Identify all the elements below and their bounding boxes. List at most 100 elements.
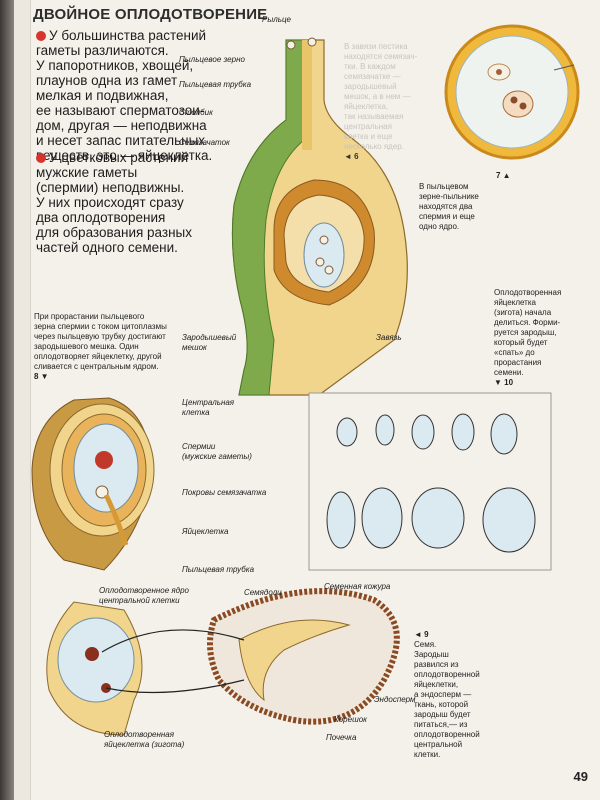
label-stigma: Рыльце (262, 15, 291, 24)
label-central-cell-2: клетка (182, 408, 210, 417)
figure-ref: ◄ 6 (344, 152, 359, 161)
intro-line: У большинства растений (49, 28, 207, 43)
pollen-tube-caption: При прорастании пыльцевого зерна спермии… (34, 312, 204, 382)
flower-line: для образования разных (36, 225, 193, 240)
label-central-cell: Центральная (182, 398, 235, 407)
previous-page-strip (14, 0, 31, 800)
flower-line: У цветковых растений (49, 150, 189, 165)
flower-line: два оплодотворения (36, 210, 166, 225)
caption-line: спермия и еще (419, 212, 475, 221)
label-sperm-2: (мужские гаметы) (182, 452, 252, 461)
caption-line: так называемая (344, 112, 404, 121)
intro-line: мелкая и подвижная, (36, 88, 169, 103)
intro-paragraph: У большинства растений гаметы различаютс… (36, 28, 226, 163)
label-endosperm: Эндосперм (374, 695, 416, 704)
label-egg: Яйцеклетка (182, 527, 229, 536)
caption-line: яйцеклетка (494, 298, 536, 307)
caption-line: ткань, которой (414, 700, 469, 709)
embryo-development-panel (308, 392, 552, 571)
ovule-illustration (31, 397, 155, 571)
caption-line: одно ядро. (419, 222, 460, 231)
caption-line: несколько ядер. (344, 142, 404, 151)
page-number: 49 (573, 769, 588, 784)
caption-line: делиться. Форми- (494, 318, 561, 327)
caption-line: семени. (494, 368, 524, 377)
label-sperm: Спермии (182, 442, 216, 451)
bullet-icon (36, 153, 46, 163)
caption-line: яйцеклетка, (344, 102, 389, 111)
label-embryo-sac-2: мешок (182, 343, 207, 352)
caption-line: Зародыш (414, 650, 449, 659)
label-cotyledons: Семядоли (244, 588, 282, 597)
caption-line: оплодотворенной (414, 730, 480, 739)
figure-ref: ▼ 10 (494, 378, 514, 387)
caption-line: зерна спермии с током цитоплазмы (34, 322, 167, 331)
caption-line: руется зародыш, (494, 328, 557, 337)
label-ovule-pollen-tube: Пыльцевая трубка (182, 565, 255, 574)
caption-line: тки. В каждом (344, 62, 396, 71)
label-style: Столбик (179, 108, 213, 117)
pollen-grain-illustration (444, 24, 580, 160)
caption-line: центральной (414, 740, 463, 749)
caption-line: В пыльцевом (419, 182, 469, 191)
label-fertilized-nucleus-2: центральной клетки (99, 596, 180, 605)
caption-line: прорастания (494, 358, 542, 367)
flower-line: (спермии) неподвижны. (36, 180, 185, 195)
caption-line: находятся семязач- (344, 52, 418, 61)
seed-illustration (46, 588, 400, 736)
flower-line: мужские гаметы (36, 165, 138, 180)
label-pollen-tube: Пыльцевая трубка (179, 80, 252, 89)
intro-line: дом, другая — неподвижна (36, 118, 207, 133)
figure-ref: ◄ 9 (414, 630, 429, 639)
figure-ref: 7 ▲ (496, 171, 511, 180)
label-pollen-grain: Пыльцевое зерно (179, 55, 245, 64)
zygote-caption: Оплодотворенная яйцеклетка (зигота) нача… (494, 288, 590, 388)
caption-line: сливается с центральным ядром. (34, 362, 159, 371)
label-ovule: Семязачаток (179, 138, 230, 147)
intro-line: У папоротников, хвощей, (36, 58, 194, 73)
label-zygote: Оплодотворенная (104, 730, 174, 739)
textbook-page: Двойное оплодотворение У большинства рас… (14, 0, 600, 800)
caption-line: мешок, а в нем — (344, 92, 411, 101)
caption-line: клетки. (414, 750, 441, 759)
caption-line: При прорастании пыльцевого (34, 312, 145, 321)
caption-line: зародыш будет (414, 710, 471, 719)
label-embryo-sac: Зародышевый (182, 333, 237, 342)
label-ovary: Завязь (376, 333, 402, 342)
caption-line: оплодотворенной (414, 670, 480, 679)
illustrations (31, 24, 580, 736)
caption-line: зародышевого мешка. Один (34, 342, 139, 351)
intro-line: и несет запас питательных (36, 133, 206, 148)
caption-line: семязачатке — (344, 72, 401, 81)
label-root: Корешок (334, 715, 367, 724)
caption-line: зародышевый (344, 82, 397, 91)
caption-line: который будет (494, 338, 548, 347)
caption-line: В завязи пестика (344, 42, 408, 51)
label-integument: Покровы семязачатка (182, 488, 267, 497)
flower-line: У них происходят сразу (36, 195, 184, 210)
intro-line: ее называют сперматозои- (36, 103, 205, 118)
caption-line: а эндосперм — (414, 690, 472, 699)
flower-paragraph: У цветковых растений мужские гаметы (спе… (36, 150, 216, 255)
figure-ref: 8 ▼ (34, 372, 49, 381)
caption-line: находятся два (419, 202, 473, 211)
book-binding-shadow (0, 0, 14, 800)
caption-line: зерне-пыльнике (419, 192, 479, 201)
label-zygote-2: яйцеклетка (зигота) (104, 740, 185, 749)
caption-line: питаться,— из (414, 720, 468, 729)
intro-line: веществ, это — яйцеклетка. (36, 148, 213, 163)
pollen-grain-caption: В пыльцевом зерне-пыльнике находятся два… (419, 182, 519, 232)
section-title: Двойное оплодотворение (33, 6, 268, 23)
caption-line: оплодотворяет яйцеклетку, другой (34, 352, 162, 361)
embryo-sac-caption: В завязи пестика находятся семязач- тки.… (344, 42, 424, 162)
caption-line: развился из (414, 660, 459, 669)
caption-line: (зигота) начала (494, 308, 552, 317)
caption-line: клетка и еще (344, 132, 393, 141)
intro-line: плаунов одна из гамет (36, 73, 178, 88)
flower-line: частей одного семени. (36, 240, 178, 255)
label-fertilized-nucleus: Оплодотворенное ядро (99, 586, 189, 595)
seed-caption: ◄ 9 Семя. Зародыш развился из оплодотвор… (414, 630, 504, 760)
pistil-illustration (231, 37, 408, 396)
caption-line: Оплодотворенная (494, 288, 562, 297)
label-seed-coat: Семенная кожура (324, 582, 391, 591)
